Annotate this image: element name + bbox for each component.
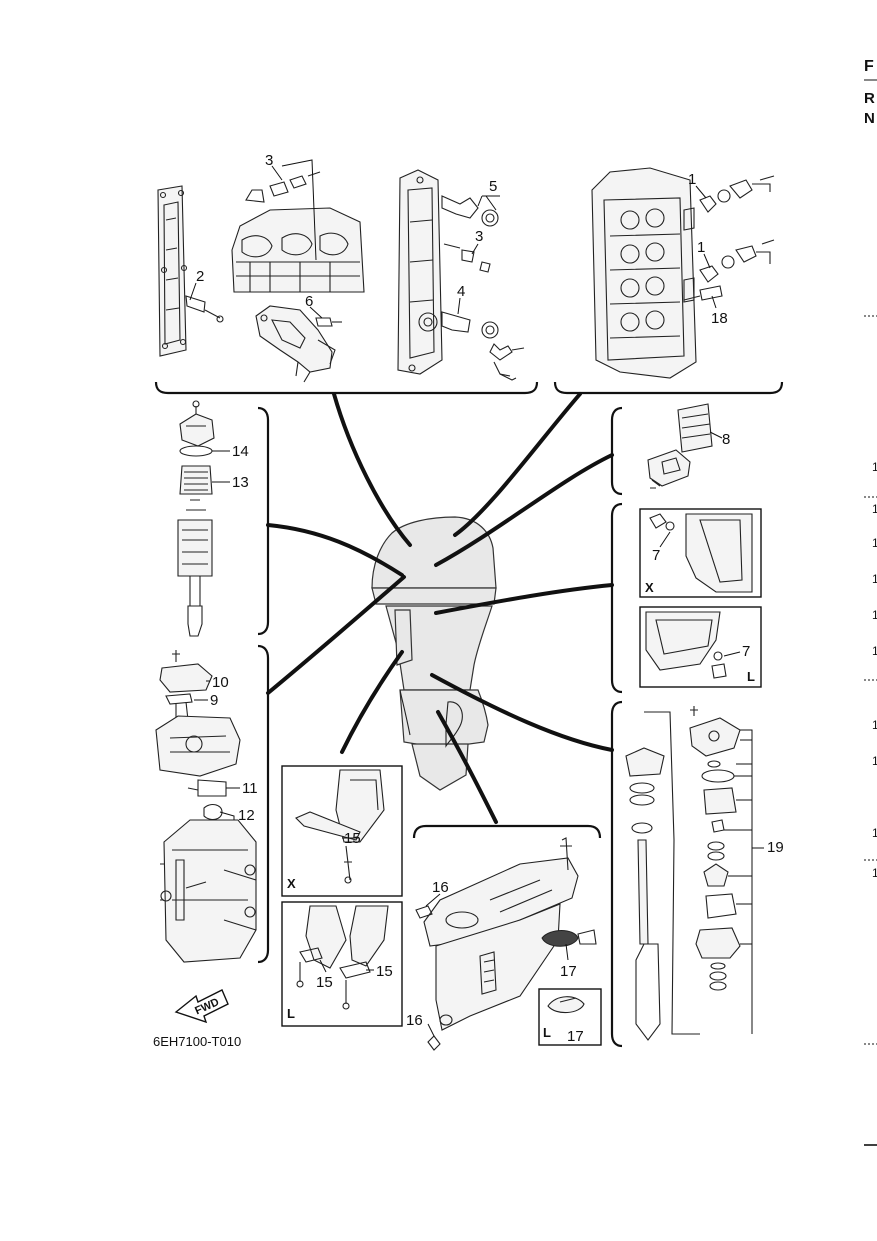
callout-12: 12 [238, 807, 255, 824]
callout-11: 11 [242, 780, 258, 797]
forward-arrow-icon: FWD [174, 989, 229, 1024]
outboard-motor-illustration [371, 516, 497, 791]
callout-14: 14 [232, 443, 249, 460]
view-tag-x-upper: X [645, 580, 654, 595]
right-lower-bracket [610, 700, 623, 1048]
view-tag-l-upper: L [747, 669, 755, 684]
callout-3-top: 3 [265, 152, 273, 169]
callout-2: 2 [196, 268, 204, 285]
edge-tick-marks [864, 79, 877, 1146]
exhaust-cover-gasket-assembly [157, 185, 224, 357]
gearcase-bracket [412, 824, 602, 839]
oil-filter-assembly [647, 403, 713, 489]
callout-5: 5 [489, 178, 497, 195]
trim-anode-x-detail [295, 769, 385, 884]
edge-number: 1 [872, 644, 877, 658]
edge-number: 1 [872, 754, 877, 768]
callout-4: 4 [457, 283, 465, 300]
vapor-separator-assembly [155, 650, 257, 963]
edge-number: 1 [872, 608, 877, 622]
top-left-group-bracket [154, 381, 539, 395]
top-right-group-bracket [553, 381, 784, 395]
edge-number: 1 [872, 866, 877, 880]
edge-letter-f: F [864, 58, 874, 75]
callout-16-upper: 16 [432, 879, 449, 896]
left-upper-bracket [257, 406, 270, 636]
lower-unit-gearcase [415, 837, 597, 1051]
callout-15-l-left: 15 [316, 974, 333, 991]
trim-anode-l-detail [296, 905, 389, 1010]
cylinder-head-assembly [591, 167, 775, 379]
callout-6: 6 [305, 293, 313, 310]
view-tag-x-lower: X [287, 876, 296, 891]
edge-number: 1 [872, 572, 877, 586]
drain-plug-l-detail [645, 611, 727, 679]
edge-number: 1 [872, 536, 877, 550]
edge-number: 1 [872, 718, 877, 732]
edge-letter-n: N [864, 110, 875, 127]
left-lower-bracket [257, 644, 270, 964]
callout-1-top: 1 [688, 171, 696, 188]
callout-13: 13 [232, 474, 249, 491]
thermostat-cover-bracket [255, 305, 342, 383]
callout-16-lower: 16 [406, 1012, 423, 1029]
callout-7-l: 7 [742, 643, 750, 660]
exhaust-cover-assembly [397, 169, 525, 381]
callout-15-l-right: 15 [376, 963, 393, 980]
edge-number: 1 [872, 826, 877, 840]
cylinder-block-cutaway [231, 171, 365, 293]
edge-letter-r: R [864, 90, 875, 107]
connector-lines [266, 392, 614, 824]
callout-17-lower: 17 [567, 1028, 584, 1045]
gearcase-anode-l-detail [547, 996, 585, 1014]
callout-18: 18 [711, 310, 728, 327]
drain-plug-x-detail [649, 513, 753, 593]
callout-17-upper: 17 [560, 963, 577, 980]
callout-7-x: 7 [652, 547, 660, 564]
gearcase-anode-box-l [538, 988, 602, 1046]
view-tag-l-lower: L [543, 1025, 551, 1040]
edge-number: 1 [872, 460, 877, 474]
water-pump-assembly [625, 706, 741, 1041]
view-tag-l-middle: L [287, 1006, 295, 1021]
callout-10: 10 [212, 674, 229, 691]
callout-19: 19 [767, 839, 784, 856]
callout-3-middle: 3 [475, 228, 483, 245]
callout-8: 8 [722, 431, 730, 448]
right-middle-bracket [610, 502, 623, 694]
figure-code: 6EH7100-T010 [153, 1034, 241, 1049]
fuel-filter-assembly [177, 400, 215, 637]
edge-number: 1 [872, 502, 877, 516]
callout-1-middle: 1 [697, 239, 705, 256]
right-upper-bracket [610, 406, 623, 496]
callout-9: 9 [210, 692, 218, 709]
callout-15-x: 15 [344, 830, 361, 847]
